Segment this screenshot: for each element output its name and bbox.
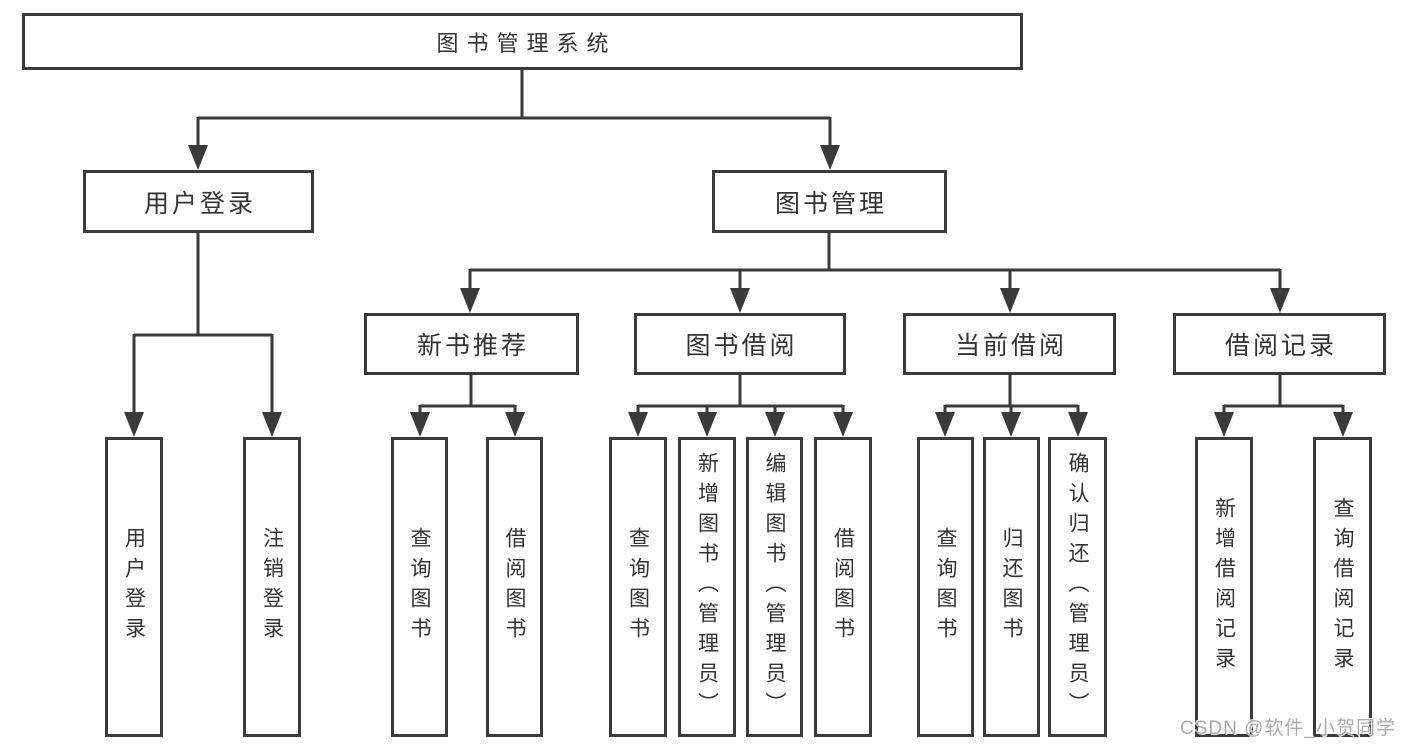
leaf-confirm-return-admin-label: 确认归还（管理员）: [1066, 452, 1090, 722]
node-user-login-label: 用户登录: [143, 189, 256, 218]
leaf-return-books-label: 归还图书: [1000, 527, 1024, 647]
leaf-add-books-admin: 新增图书（管理员）: [678, 437, 736, 737]
leaf-confirm-return-admin: 确认归还（管理员）: [1048, 437, 1107, 737]
leaf-return-books: 归还图书: [983, 437, 1040, 737]
leaf-borrow-books-label: 借阅图书: [831, 527, 855, 647]
leaf-query-books-borrowing: 查询图书: [609, 437, 667, 737]
leaf-borrow-books-recommend: 借阅图书: [486, 437, 543, 737]
node-borrowing-records-label: 借阅记录: [1224, 332, 1337, 360]
leaf-query-borrow-record: 查询借阅记录: [1313, 437, 1372, 737]
leaf-edit-books-admin: 编辑图书（管理员）: [746, 437, 803, 737]
leaf-user-login: 用户登录: [105, 437, 163, 737]
node-new-book-recommendation: 新书推荐: [364, 313, 579, 375]
node-current-borrowing: 当前借阅: [903, 313, 1116, 375]
leaf-add-borrow-record-label: 新增借阅记录: [1212, 497, 1236, 677]
node-root: 图书管理系统: [22, 13, 1023, 70]
watermark: CSDN @软件_小贺同学: [1180, 718, 1396, 739]
leaf-edit-books-admin-label: 编辑图书（管理员）: [763, 452, 787, 722]
leaf-borrow-books-recommend-label: 借阅图书: [503, 527, 527, 647]
leaf-query-books-borrowing-label: 查询图书: [626, 527, 650, 647]
leaf-logout-label: 注销登录: [260, 527, 284, 647]
leaf-query-books-current-label: 查询图书: [934, 527, 958, 647]
node-book-management: 图书管理: [712, 170, 947, 233]
leaf-add-books-admin-label: 新增图书（管理员）: [695, 452, 719, 722]
node-root-label: 图书管理系统: [436, 30, 617, 56]
node-borrowing-records: 借阅记录: [1173, 313, 1386, 375]
node-current-borrowing-label: 当前借阅: [954, 332, 1067, 360]
node-user-login: 用户登录: [83, 170, 314, 233]
leaf-logout: 注销登录: [243, 437, 301, 737]
node-book-borrowing-label: 图书借阅: [685, 332, 798, 360]
leaf-query-books-recommend: 查询图书: [391, 437, 448, 737]
leaf-query-books-recommend-label: 查询图书: [408, 527, 432, 647]
leaf-query-books-current: 查询图书: [917, 437, 974, 737]
leaf-user-login-label: 用户登录: [122, 527, 146, 647]
leaf-borrow-books: 借阅图书: [814, 437, 872, 737]
node-new-book-recommendation-label: 新书推荐: [416, 332, 529, 360]
leaf-query-borrow-record-label: 查询借阅记录: [1331, 497, 1355, 677]
node-book-management-label: 图书管理: [774, 189, 887, 218]
node-book-borrowing: 图书借阅: [634, 313, 846, 375]
leaf-add-borrow-record: 新增借阅记录: [1195, 437, 1253, 737]
